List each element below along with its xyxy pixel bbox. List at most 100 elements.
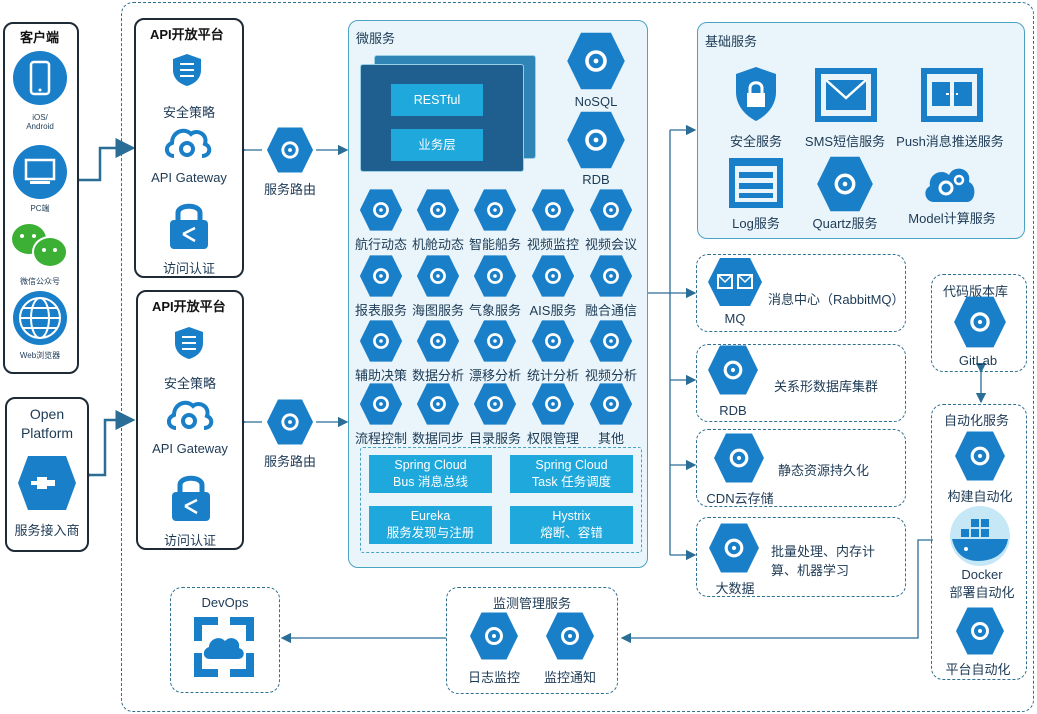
docker-icon <box>946 505 1014 567</box>
nosql-label: NoSQL <box>574 94 618 109</box>
notify-icon <box>545 611 595 661</box>
security-service-icon <box>734 66 778 122</box>
restful-block: RESTful <box>391 84 483 116</box>
rdb-icon <box>566 110 626 170</box>
push-label: Push消息推送服务 <box>896 134 1004 149</box>
spring-bus-block: Spring Cloud Bus 消息总线 <box>369 455 492 493</box>
service-label: 气象服务 <box>468 303 522 318</box>
gitlab-icon <box>953 295 1007 349</box>
service-label: 数据同步 <box>411 431 465 446</box>
web-label: Web浏览器 <box>19 351 61 360</box>
pc-icon <box>13 145 67 199</box>
log-monitor-icon <box>469 611 519 661</box>
service-icon <box>473 188 517 232</box>
service-icon <box>359 382 403 426</box>
model-label: Model计算服务 <box>908 211 996 226</box>
cdn-icon <box>713 432 765 484</box>
mq-desc: 消息中心（RabbitMQ） <box>768 292 905 307</box>
quartz-icon <box>816 155 874 213</box>
ios-label: iOS/ Android <box>26 113 54 131</box>
router-icon-top <box>266 126 314 174</box>
mq-box <box>696 254 906 332</box>
router-icon-bottom <box>266 398 314 446</box>
api-bottom-gateway-label: API Gateway <box>152 441 228 456</box>
service-label: 其他 <box>597 431 625 446</box>
rdb-cluster-desc: 关系形数据库集群 <box>774 379 879 394</box>
lock-icon-2 <box>169 472 213 522</box>
eureka-block: Eureka 服务发现与注册 <box>369 506 492 544</box>
nosql-icon <box>566 31 626 91</box>
phone-icon <box>13 51 67 105</box>
service-icon <box>473 319 517 363</box>
shield-icon-2 <box>173 326 205 360</box>
monitor-title: 监测管理服务 <box>492 596 572 611</box>
globe-icon <box>13 291 67 345</box>
api-bottom-auth-label: 访问认证 <box>163 533 217 548</box>
service-label: 航行动态 <box>354 237 408 252</box>
api-top-title: API开放平台 <box>150 27 224 42</box>
service-icon <box>589 254 633 298</box>
security-service-label: 安全服务 <box>729 134 783 149</box>
rdb-cluster-name: RDB <box>719 403 747 418</box>
quartz-label: Quartz服务 <box>812 216 878 231</box>
service-label: 流程控制 <box>354 431 408 446</box>
service-label: 视频分析 <box>584 368 638 383</box>
api-top-gateway-label: API Gateway <box>151 170 227 185</box>
wechat-icon <box>12 222 68 268</box>
service-icon <box>359 188 403 232</box>
devops-box <box>170 587 280 693</box>
service-icon <box>531 382 575 426</box>
model-icon <box>922 158 978 206</box>
service-icon <box>589 382 633 426</box>
push-icon <box>921 68 983 122</box>
service-icon <box>473 254 517 298</box>
service-label: 统计分析 <box>526 368 580 383</box>
platform-icon <box>955 606 1005 656</box>
service-label: 融合通信 <box>584 303 638 318</box>
build-icon <box>954 430 1006 482</box>
service-label: 智能船务 <box>468 237 522 252</box>
service-label: 目录服务 <box>468 431 522 446</box>
devops-title: DevOps <box>201 595 249 610</box>
service-icon <box>359 254 403 298</box>
api-bottom-security-label: 安全策略 <box>163 376 217 391</box>
platform-label: 平台自动化 <box>945 662 1011 677</box>
api-top-security-label: 安全策略 <box>162 105 216 120</box>
devops-icon <box>194 617 254 677</box>
client-title: 客户端 <box>20 30 60 45</box>
service-label: 辅助决策 <box>354 368 408 383</box>
service-icon <box>416 319 460 363</box>
microservice-title: 微服务 <box>356 31 396 46</box>
service-label: 数据分析 <box>411 368 465 383</box>
service-label: 海图服务 <box>411 303 465 318</box>
cloud-gateway-icon-2 <box>164 394 214 434</box>
rdb-cluster-icon <box>707 344 759 396</box>
docker-label: Docker 部署自动化 <box>949 567 1015 600</box>
build-label: 构建自动化 <box>947 489 1013 504</box>
business-layer-block: 业务层 <box>391 129 483 161</box>
router-top-label: 服务路由 <box>263 182 317 197</box>
basic-services-title: 基础服务 <box>705 34 758 49</box>
bigdata-name: 大数据 <box>715 581 755 596</box>
mq-name: MQ <box>724 311 746 326</box>
service-label: 视频会议 <box>584 237 638 252</box>
rdb-cluster-box <box>696 344 906 422</box>
bigdata-icon <box>708 522 760 574</box>
router-bottom-label: 服务路由 <box>263 454 317 469</box>
spring-task-block: Spring Cloud Task 任务调度 <box>510 455 633 493</box>
pc-label: PC端 <box>30 204 50 213</box>
cloud-gateway-icon <box>162 122 212 162</box>
lock-icon <box>167 200 211 250</box>
automation-box <box>931 404 1027 680</box>
hystrix-block: Hystrix 熔断、容错 <box>510 506 633 544</box>
service-label: 漂移分析 <box>468 368 522 383</box>
mail-icon <box>815 68 877 122</box>
log-label: Log服务 <box>732 216 780 231</box>
automation-title: 自动化服务 <box>944 413 1010 428</box>
service-icon <box>531 254 575 298</box>
service-label: 报表服务 <box>354 303 408 318</box>
log-icon <box>729 158 783 208</box>
notify-label: 监控通知 <box>543 670 597 685</box>
service-icon <box>359 319 403 363</box>
service-icon <box>416 382 460 426</box>
